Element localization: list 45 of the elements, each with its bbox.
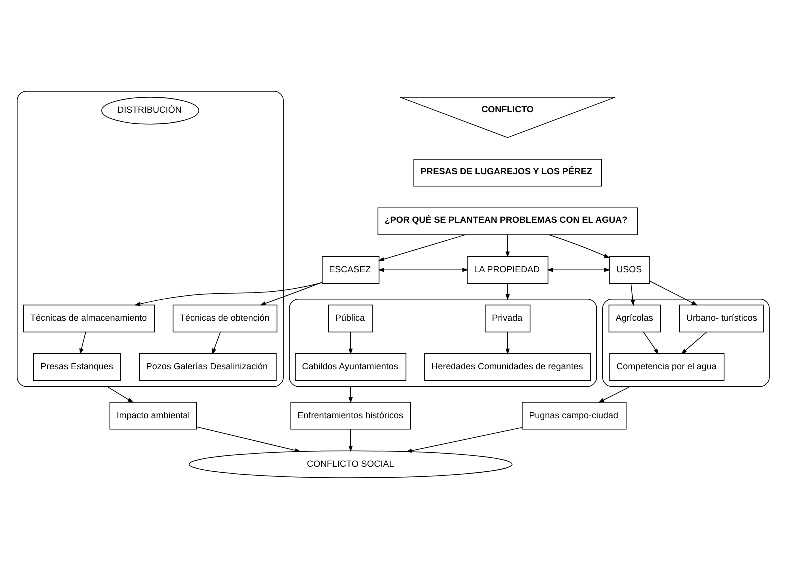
cluster <box>289 298 598 388</box>
node-box: LA PROPIEDAD <box>467 256 549 284</box>
node-box: Técnicas de almacenamiento <box>23 304 155 333</box>
node-box: Pugnas campo-ciudad <box>522 402 627 430</box>
node-box: Privada <box>485 304 531 333</box>
arrow <box>212 332 221 355</box>
arrow <box>406 427 523 453</box>
arrow <box>196 426 302 453</box>
node-box: ¿POR QUÉ SE PLANTEAN PROBLEMAS CON EL AGUA? <box>378 208 638 236</box>
arrow <box>107 386 134 404</box>
node-box: Técnicas de obtención <box>172 304 278 333</box>
arrow <box>598 386 631 403</box>
node-box: PRESAS DE LUGAREJOS Y LOS PÉREZ <box>414 159 602 187</box>
arrow <box>547 268 611 272</box>
arrow <box>681 332 708 354</box>
node-box: ESCASEZ <box>322 256 380 284</box>
node-box: Pozos Galerías Desalinización <box>139 354 277 382</box>
cluster <box>17 91 284 388</box>
node-box: Cabildos Ayuntamientos <box>295 354 407 382</box>
node-ellipse: DISTRIBUCIÓN <box>102 97 200 125</box>
node-box: Impacto ambiental <box>110 402 198 430</box>
arrow <box>506 332 510 355</box>
node-box: Urbano- turísticos <box>679 304 764 333</box>
arrow <box>650 280 698 306</box>
arrow <box>506 234 510 258</box>
arrow <box>630 283 636 306</box>
arrow <box>643 332 659 355</box>
node-box: Presas Estanques <box>34 354 121 382</box>
node-box: Pública <box>328 304 374 333</box>
arrow <box>506 283 510 300</box>
node-box: Heredades Comunidades de regantes <box>424 354 592 382</box>
arrow <box>348 429 353 452</box>
node-ellipse: CONFLICTO SOCIAL <box>189 450 513 478</box>
arrow <box>348 386 353 404</box>
arrow <box>378 234 466 262</box>
node-box: USOS <box>609 256 650 284</box>
arrow <box>80 332 86 355</box>
node-box: Agrícolas <box>608 304 662 333</box>
arrow <box>134 282 323 306</box>
arrow <box>378 268 469 272</box>
arrow <box>548 234 610 258</box>
arrow <box>348 332 353 355</box>
node-box: Competencia por el agua <box>610 354 725 382</box>
arrow <box>260 282 323 306</box>
node-box: Enfrentamientos históricos <box>290 402 412 430</box>
